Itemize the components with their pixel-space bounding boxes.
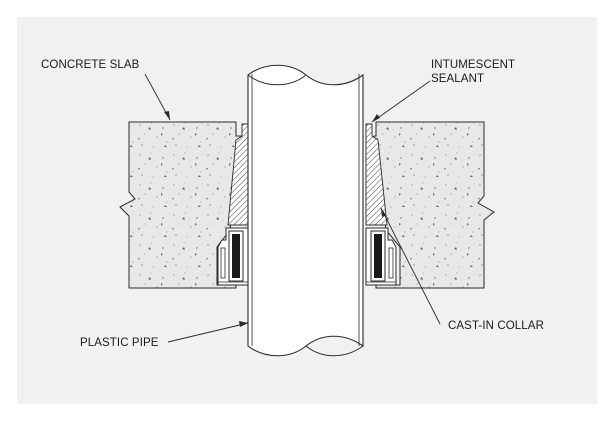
cast-in-collar-right bbox=[365, 227, 397, 286]
leader-intumescent-sealant bbox=[371, 80, 431, 123]
label-intumescent-line1: INTUMESCENT bbox=[431, 59, 515, 71]
label-intumescent-line2: SEALANT bbox=[431, 73, 484, 85]
label-plastic-pipe: PLASTIC PIPE bbox=[80, 337, 159, 349]
plastic-pipe bbox=[247, 64, 364, 357]
label-concrete-slab: CONCRETE SLAB bbox=[41, 59, 140, 71]
label-cast-in-collar: CAST-IN COLLAR bbox=[448, 320, 544, 332]
intumescent-sealant-right bbox=[365, 123, 388, 226]
leader-cast-in-collar bbox=[380, 207, 441, 325]
leader-concrete-slab bbox=[144, 73, 171, 121]
cast-in-collar-left bbox=[217, 227, 249, 286]
leader-plastic-pipe bbox=[167, 321, 249, 343]
